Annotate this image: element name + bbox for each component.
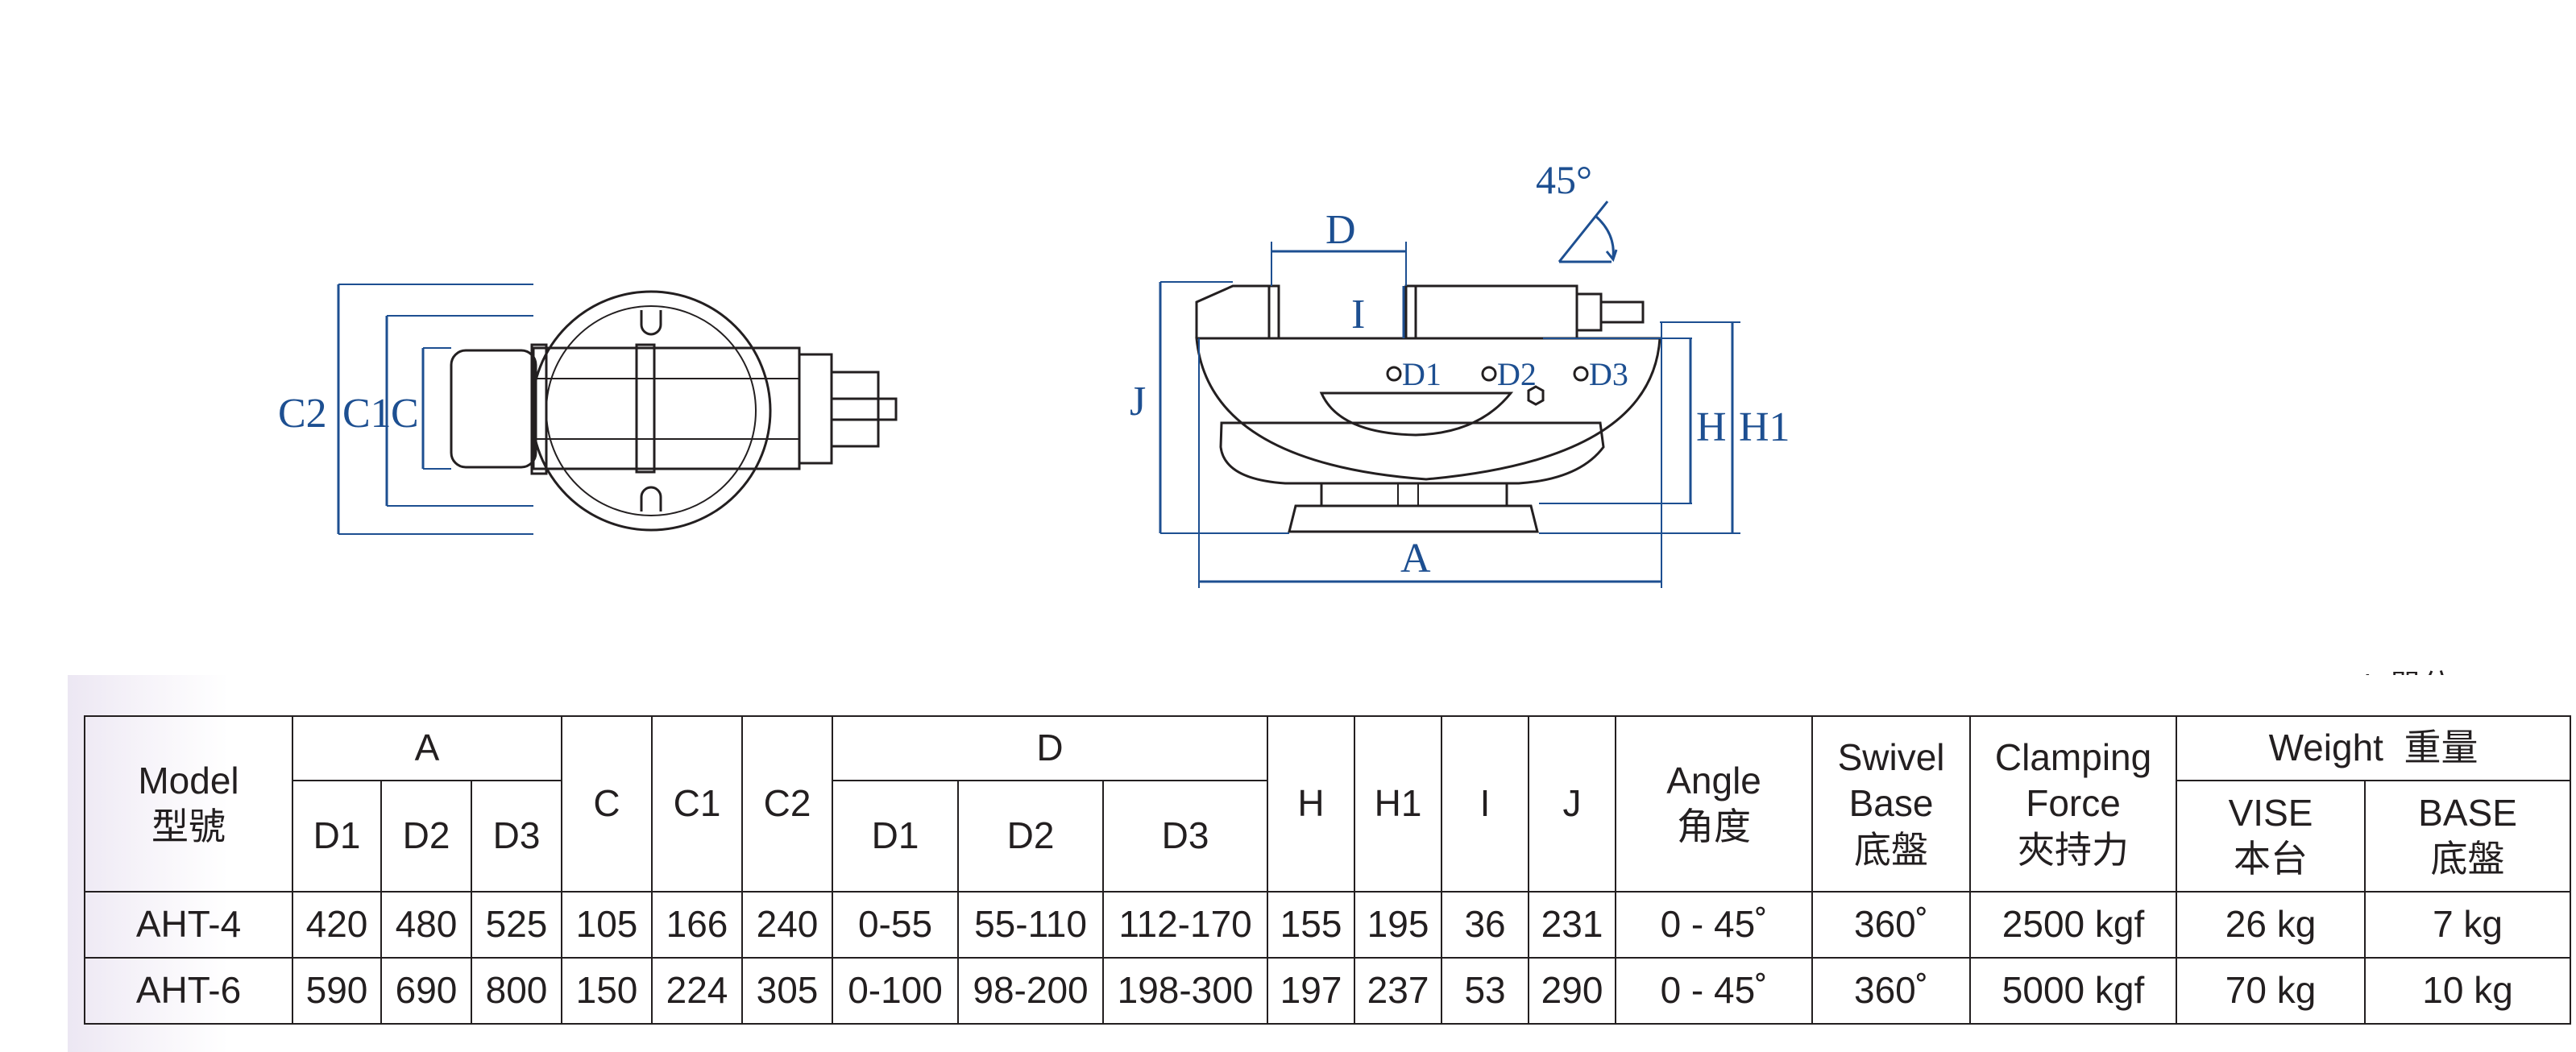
technical-drawings: C2 C1 C D I <box>278 157 1790 588</box>
dim-d2-label: D2 <box>1497 356 1537 392</box>
cell-a-d1: 420 <box>292 891 382 959</box>
header-c1: C1 <box>651 715 744 893</box>
dim-j-label: J <box>1130 379 1146 425</box>
dim-h-label: H <box>1696 404 1727 450</box>
cell-clamping-force: 2500 kgf <box>1969 891 2178 959</box>
dim-a-label: A <box>1400 536 1431 582</box>
header-a-d1: D1 <box>292 780 382 893</box>
header-d-d1: D1 <box>832 780 960 893</box>
header-d-d3: D3 <box>1102 780 1269 893</box>
header-clamping-force: Clamping Force 夾持力 <box>1969 715 2178 893</box>
header-j: J <box>1528 715 1617 893</box>
dim-d1-label: D1 <box>1402 356 1441 392</box>
header-weight: Weight 重量 <box>2176 715 2572 781</box>
cell-weight-vise: 26 kg <box>2176 891 2367 959</box>
cell-i: 36 <box>1441 891 1530 959</box>
cell-weight-base: 10 kg <box>2364 957 2572 1025</box>
cell-model: AHT-4 <box>84 891 293 959</box>
cell-d-d2: 55-110 <box>957 891 1105 959</box>
header-c2: C2 <box>741 715 834 893</box>
cell-d-d3: 198-300 <box>1102 957 1269 1025</box>
header-a: A <box>291 715 563 781</box>
header-d: D <box>832 715 1269 781</box>
cell-a-d3: 800 <box>470 957 563 1025</box>
dim-c-label: C <box>391 391 419 437</box>
dim-c2-label: C2 <box>278 391 327 437</box>
cell-d-d1: 0-55 <box>832 891 960 959</box>
header-swivel-base: Swivel Base 底盤 <box>1811 715 1972 893</box>
cell-clamping-force: 5000 kgf <box>1969 957 2178 1025</box>
side-view-drawing: C2 C1 C <box>278 284 898 535</box>
header-d-d2: D2 <box>957 780 1105 893</box>
cell-c: 150 <box>561 957 653 1025</box>
cell-j: 231 <box>1528 891 1617 959</box>
header-i: I <box>1441 715 1530 893</box>
spec-table: Model 型號 A C C1 C2 D H H1 I J Angle 角度 S… <box>84 715 2572 1025</box>
cell-model: AHT-6 <box>84 957 293 1025</box>
cell-swivel-base: 360˚ <box>1811 891 1972 959</box>
header-h1: H1 <box>1354 715 1443 893</box>
header-weight-vise: VISE 本台 <box>2176 780 2367 893</box>
cell-i: 53 <box>1441 957 1530 1025</box>
dim-d-label: D <box>1325 207 1356 253</box>
cell-d-d1: 0-100 <box>832 957 960 1025</box>
header-model: Model 型號 <box>84 715 293 893</box>
header-a-d3: D3 <box>470 780 563 893</box>
cell-h1: 195 <box>1354 891 1443 959</box>
cell-c1: 224 <box>651 957 744 1025</box>
header-angle: Angle 角度 <box>1615 715 1814 893</box>
cell-d-d2: 98-200 <box>957 957 1105 1025</box>
cell-d-d3: 112-170 <box>1102 891 1269 959</box>
cell-h: 197 <box>1267 957 1356 1025</box>
cell-weight-vise: 70 kg <box>2176 957 2367 1025</box>
cell-a-d2: 690 <box>380 957 472 1025</box>
cell-a-d3: 525 <box>470 891 563 959</box>
cell-angle: 0 - 45˚ <box>1615 891 1814 959</box>
cell-c1: 166 <box>651 891 744 959</box>
cell-swivel-base: 360˚ <box>1811 957 1972 1025</box>
cell-h: 155 <box>1267 891 1356 959</box>
dim-d3-label: D3 <box>1589 356 1628 392</box>
cell-angle: 0 - 45˚ <box>1615 957 1814 1025</box>
table-row: AHT-6 590 690 800 150 224 305 0-100 98-2… <box>84 957 2572 1025</box>
cell-a-d1: 590 <box>292 957 382 1025</box>
cell-weight-base: 7 kg <box>2364 891 2572 959</box>
cell-c: 105 <box>561 891 653 959</box>
cell-a-d2: 480 <box>380 891 472 959</box>
cell-j: 290 <box>1528 957 1617 1025</box>
header-c: C <box>561 715 653 893</box>
dim-c1-label: C1 <box>342 391 392 437</box>
table-row: AHT-4 420 480 525 105 166 240 0-55 55-11… <box>84 891 2572 959</box>
cell-c2: 240 <box>741 891 834 959</box>
dim-h1-label: H1 <box>1739 404 1790 450</box>
header-a-d2: D2 <box>380 780 472 893</box>
angle-label: 45° <box>1536 157 1592 202</box>
front-view-drawing: D I J H H1 A D1 D2 D3 45° <box>1130 157 1790 588</box>
dim-i-label: I <box>1351 292 1365 338</box>
cell-c2: 305 <box>741 957 834 1025</box>
header-h: H <box>1267 715 1356 893</box>
header-weight-base: BASE 底盤 <box>2364 780 2572 893</box>
cell-h1: 237 <box>1354 957 1443 1025</box>
spec-table-panel: Model 型號 A C C1 C2 D H H1 I J Angle 角度 S… <box>68 675 2576 1052</box>
